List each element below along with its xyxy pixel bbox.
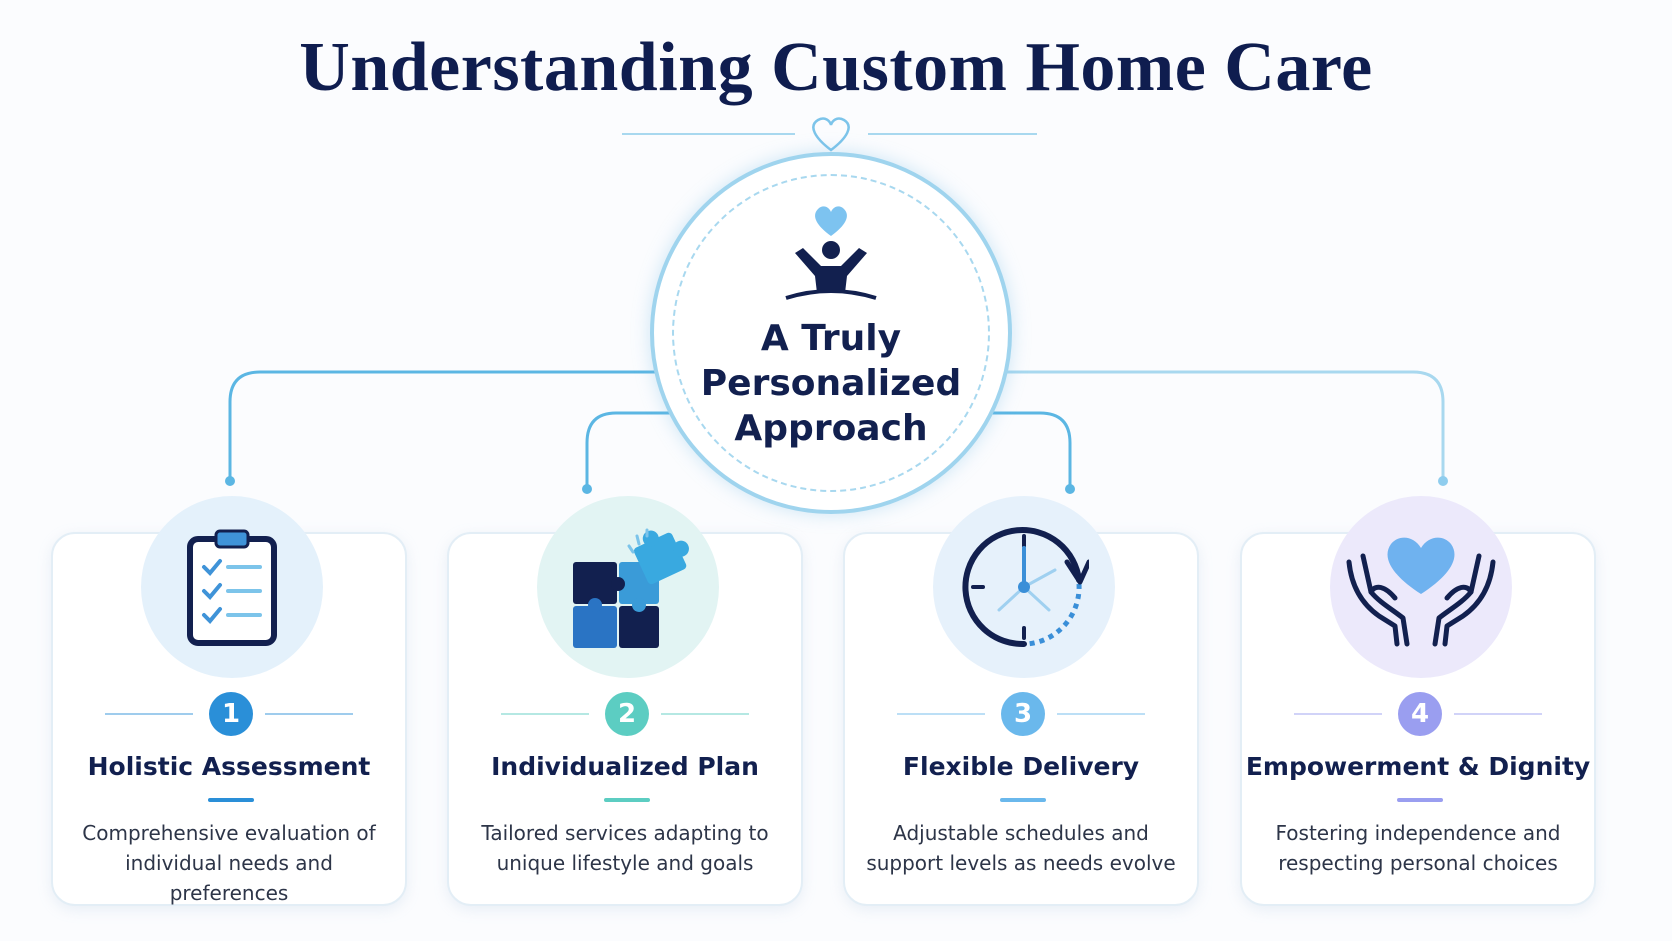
center-dashed-ring (672, 174, 990, 492)
card-description: Adjustable schedules and support levels … (855, 818, 1187, 878)
connector-dot-1 (225, 476, 235, 486)
number-badge: 1 (209, 692, 253, 736)
number-divider (1057, 713, 1145, 715)
number-divider (105, 713, 193, 715)
number-badge: 2 (605, 692, 649, 736)
card-number-row: 4 (1242, 692, 1594, 736)
number-divider (1294, 713, 1382, 715)
card-icon-circle (537, 496, 719, 678)
center-label-line: Approach (734, 408, 928, 449)
card-empowerment-dignity: 4 Empowerment & Dignity Fostering indepe… (1240, 496, 1596, 906)
card-holistic-assessment: 1 Holistic Assessment Comprehensive eval… (51, 496, 407, 908)
puzzle-pieces-icon (573, 528, 689, 648)
title-heart-icon (812, 117, 850, 152)
person-with-heart-icon (785, 206, 877, 300)
card-description-line: support levels as needs evolve (866, 851, 1176, 875)
connector-dot-3 (1065, 484, 1075, 494)
center-label-line: Personalized (700, 363, 962, 404)
card-icon-circle (141, 496, 323, 678)
hands-holding-heart-icon (1346, 537, 1496, 647)
card-icon-circle (933, 496, 1115, 678)
card-description: Tailored services adapting to unique lif… (459, 818, 791, 878)
connector-dot-4 (1438, 476, 1448, 486)
number-divider (661, 713, 749, 715)
center-hub: A Truly Personalized Approach (650, 152, 1012, 514)
card-number-row: 2 (449, 692, 801, 736)
card-individualized-plan: 2 Individualized Plan Tailored services … (447, 496, 803, 906)
card-description-line: unique lifestyle and goals (496, 851, 754, 875)
clipboard-checklist-icon (187, 529, 277, 646)
card-description-line: Tailored services adapting to (481, 821, 769, 845)
card-description-line: Comprehensive evaluation of (82, 821, 376, 845)
number-divider (265, 713, 353, 715)
number-divider (501, 713, 589, 715)
card-title-underline (1397, 798, 1443, 802)
card-flexible-delivery: 3 Flexible Delivery Adjustable schedules… (843, 496, 1199, 906)
number-badge: 4 (1398, 692, 1442, 736)
card-description: Comprehensive evaluation of individual n… (63, 818, 395, 908)
card-title: Holistic Assessment (87, 752, 371, 781)
number-divider (1454, 713, 1542, 715)
connector-to-card-4 (1006, 370, 1445, 480)
card-description-line: Fostering independence and (1275, 821, 1561, 845)
number-divider (897, 713, 985, 715)
card-title: Flexible Delivery (902, 752, 1140, 781)
connector-to-card-2 (585, 411, 674, 488)
card-description-line: respecting personal choices (1278, 851, 1558, 875)
center-label-line: A Truly (760, 318, 902, 359)
card-number-row: 3 (845, 692, 1197, 736)
card-icon-circle (1330, 496, 1512, 678)
card-description: Fostering independence and respecting pe… (1252, 818, 1584, 878)
card-number-row: 1 (53, 692, 405, 736)
card-title-underline (208, 798, 254, 802)
card-title-underline (1000, 798, 1046, 802)
card-title-underline (604, 798, 650, 802)
clock-refresh-icon (962, 527, 1089, 648)
card-title: Individualized Plan (491, 752, 759, 781)
connector-to-card-3 (990, 411, 1072, 488)
card-description-line: individual needs and preferences (125, 851, 333, 905)
connector-to-card-1 (228, 370, 656, 480)
page-title: Understanding Custom Home Care (299, 29, 1373, 106)
card-title: Empowerment & Dignity (1245, 752, 1591, 781)
card-description-line: Adjustable schedules and (893, 821, 1149, 845)
number-badge: 3 (1001, 692, 1045, 736)
center-label: A Truly Personalized Approach (674, 316, 988, 451)
connector-dot-2 (582, 484, 592, 494)
